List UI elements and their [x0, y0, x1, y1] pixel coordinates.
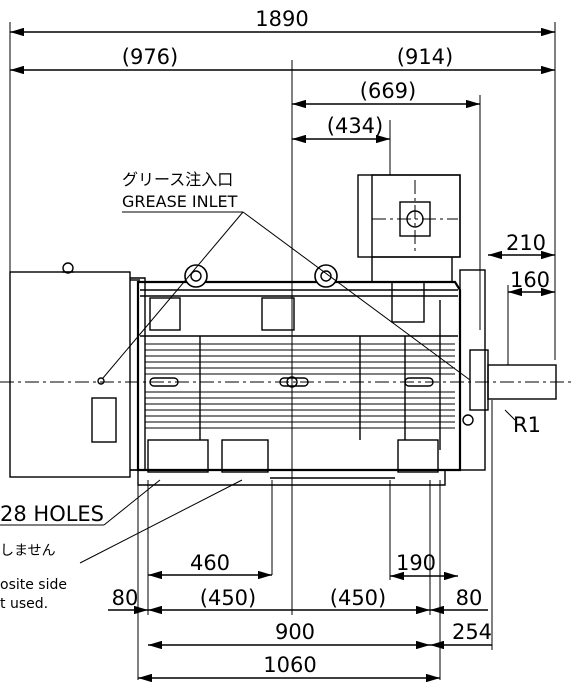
dim-right-part: (914)	[397, 45, 453, 69]
fan-cover	[9, 271, 131, 478]
not-used-en-label: t used.	[0, 596, 48, 612]
dimension-texts: 1890 (976) (914) (669) (434) 210 160 R1 …	[112, 7, 550, 677]
dim-lifting-lug: (434)	[327, 114, 383, 138]
dim-shaft-length: 210	[506, 231, 546, 255]
dim-shaft-center: 254	[452, 620, 492, 644]
annotation-labels: グリース注入口 GREASE INLET 28 HOLES しません osite…	[0, 170, 238, 612]
stator-frame	[136, 280, 462, 472]
dim-half-left: (450)	[200, 586, 256, 610]
dim-base-length: 1060	[263, 653, 316, 677]
dim-shaft-key: 160	[510, 268, 550, 292]
dim-foot-left: 460	[190, 551, 230, 575]
grease-label-en: GREASE INLET	[122, 192, 238, 211]
holes-label: 28 HOLES	[0, 502, 104, 526]
dim-half-right: (450)	[330, 586, 386, 610]
lifting-lug-right	[314, 264, 338, 288]
motor-body	[9, 174, 557, 486]
grease-label-jp: グリース注入口	[122, 170, 233, 189]
cooling-fins	[140, 289, 458, 429]
dim-fillet: R1	[513, 413, 541, 437]
extension-lines	[9, 22, 556, 680]
not-used-jp-label: しません	[0, 543, 56, 559]
grease-fitting-box	[91, 397, 117, 443]
dim-left-part: (976)	[122, 45, 178, 69]
dimension-lines	[10, 27, 555, 683]
dim-offset-right: 80	[456, 586, 483, 610]
leader-lines	[0, 211, 516, 564]
end-bracket	[459, 269, 486, 471]
terminal-box	[357, 174, 461, 258]
dim-terminal-box: (669)	[360, 79, 416, 103]
lifting-lug-left	[184, 264, 208, 288]
dim-foot-span: 900	[275, 620, 315, 644]
dim-offset-left: 80	[112, 586, 139, 610]
opposite-side-label: osite side	[0, 577, 67, 593]
dim-overall: 1890	[255, 7, 308, 31]
dim-foot-right: 190	[396, 551, 436, 575]
center-lines	[0, 180, 572, 383]
